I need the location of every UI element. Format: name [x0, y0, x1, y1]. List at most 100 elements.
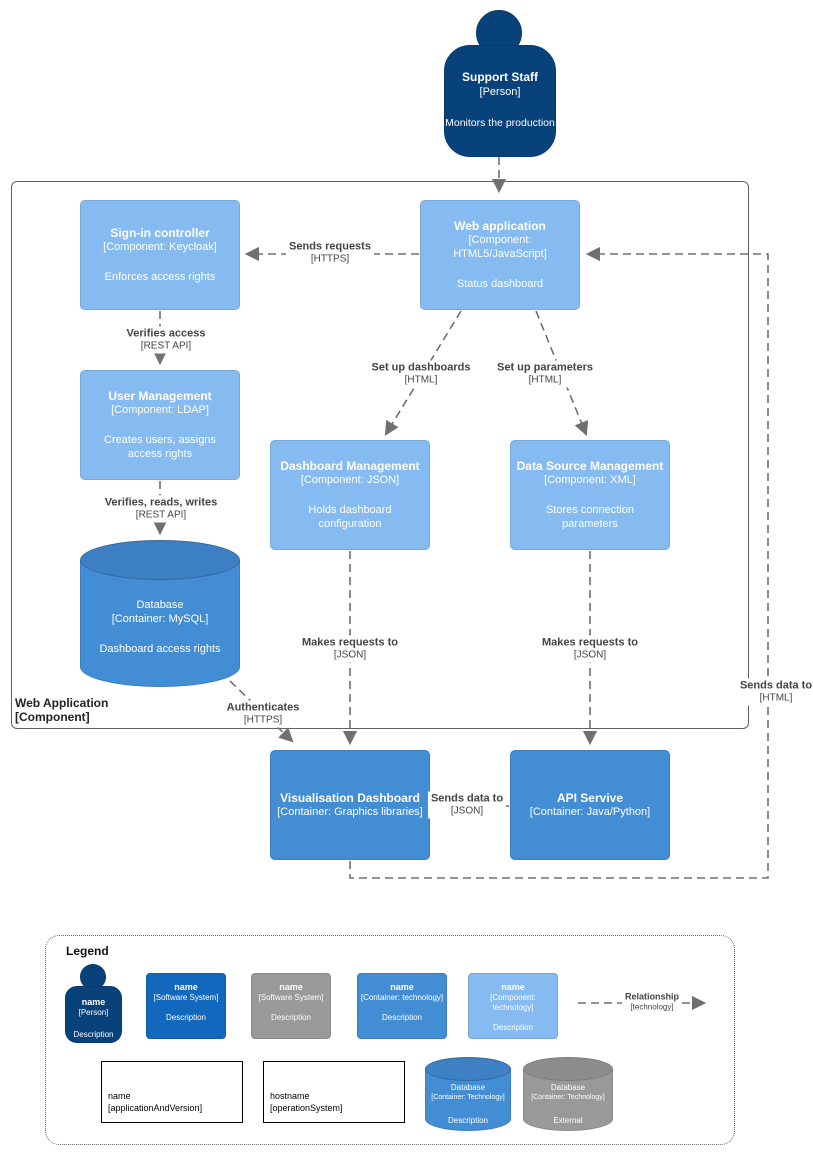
legend-container: name [Container: technology] Description [357, 973, 447, 1039]
node-title: Sign-in controller [110, 226, 210, 240]
legend-db-text: Database [Container: Technology] Descrip… [429, 1083, 507, 1126]
node-description: Status dashboard [456, 278, 544, 290]
edge-label-makes-requests-dash: Makes requests to [JSON] [299, 635, 401, 663]
edge-label-text: Verifies, reads, writes [104, 496, 218, 509]
node-type: [Container: Java/Python] [529, 806, 651, 818]
legend-item-name: Database [450, 1083, 486, 1092]
legend-software-system: name [Software System] Description [146, 973, 226, 1039]
edge-label-makes-requests-data: Makes requests to [JSON] [539, 635, 641, 663]
container-api-service: API Servive [Container: Java/Python] [510, 750, 670, 860]
legend-item-type: [Software System] [258, 993, 324, 1002]
legend-item-description: External [553, 1116, 583, 1125]
edge-label-sends-requests: Sends requests [HTTPS] [286, 239, 374, 267]
node-title: API Servive [556, 791, 624, 805]
edge-label-sends-data-json: Sends data to [JSON] [427, 791, 507, 819]
legend-db-text: Database [Container: Technology] Externa… [527, 1083, 609, 1126]
node-description: Enforces access rights [104, 271, 216, 283]
edge-label-text: Set up parameters [497, 361, 593, 374]
edge-label-tech: [REST API] [135, 509, 187, 521]
legend-item-description: Description [270, 1013, 311, 1022]
node-description: Stores connection parameters [545, 504, 635, 530]
edge-label-tech: [JSON] [333, 649, 367, 661]
edge-label-verifies-reads-writes: Verifies, reads, writes [REST API] [101, 495, 221, 523]
legend-application-node: name [applicationAndVersion] [101, 1061, 243, 1123]
component-web-application: Web application [Component: HTML5/JavaSc… [420, 200, 580, 310]
legend-item-name: name [390, 982, 414, 992]
legend-database-internal: Database [Container: Technology] Descrip… [425, 1057, 511, 1131]
edge-label-text: Sends requests [289, 240, 371, 253]
legend-person: name [Person] Description [65, 964, 122, 1043]
legend-item-name: Database [550, 1083, 586, 1092]
person-name: Support Staff [462, 70, 538, 84]
person-body: Support Staff [Person] Monitors the prod… [444, 45, 556, 157]
node-title: User Management [108, 389, 212, 403]
edge-label-text: Set up dashboards [371, 361, 471, 374]
edge-label-tech: [HTML] [404, 374, 438, 386]
legend-item-type: [operationSystem] [270, 1103, 343, 1113]
node-type: [Container: MySQL] [111, 613, 209, 625]
edge-label-tech: [REST API] [140, 340, 192, 352]
node-title: Web application [454, 219, 546, 233]
legend-item-name: name [501, 982, 525, 992]
edge-label-text: Makes requests to [302, 636, 398, 649]
legend-item-name: name [279, 982, 303, 992]
legend-external-system: name [Software System] Description [251, 973, 331, 1039]
legend-relationship-label: Relationship [technology] [621, 990, 683, 1014]
edge-label-text: Makes requests to [542, 636, 638, 649]
node-title: Dashboard Management [280, 459, 420, 473]
node-type: [Component: XML] [544, 474, 636, 486]
edge-label-setup-dashboards: Set up dashboards [HTML] [368, 360, 474, 388]
edge-label-text: Sends data to [430, 792, 504, 805]
legend-item-type: [Container: Technology] [431, 1094, 505, 1101]
legend-component: name [Component: technology] Description [468, 973, 558, 1039]
edge-label-tech: [JSON] [573, 649, 607, 661]
edge-label-text: Verifies access [126, 327, 206, 340]
database-node: Database [Container: MySQL] Dashboard ac… [80, 540, 240, 687]
legend-db-cylinder-top [523, 1057, 613, 1081]
boundary-type: [Component] [15, 710, 90, 724]
legend-item-description: Description [447, 1116, 488, 1125]
legend-database-external: Database [Container: Technology] Externa… [523, 1057, 613, 1131]
component-datasource-management: Data Source Management [Component: XML] … [510, 440, 670, 550]
person-description: Monitors the production [445, 117, 555, 129]
node-title: Database [136, 599, 184, 611]
legend-title: Legend [66, 944, 109, 958]
edge-label-sends-data-html: Sends data to [HTML] [736, 678, 813, 706]
edge-label-verifies-access: Verifies access [REST API] [123, 326, 209, 354]
legend-person-type: [Person] [78, 1008, 109, 1017]
node-type: [Component: HTML5/JavaScript] [453, 234, 547, 260]
legend-item-type: [Software System] [153, 993, 219, 1002]
edge-label-text: Sends data to [739, 679, 813, 692]
legend-item-description: Description [492, 1023, 533, 1032]
legend-item-type: [applicationAndVersion] [108, 1103, 203, 1113]
legend-relationship-tech: [technology] [630, 1002, 674, 1012]
edge-label-tech: [HTTPS] [310, 253, 350, 265]
legend-db-cylinder-top [425, 1057, 511, 1081]
node-description: Holds dashboard configuration [308, 504, 392, 530]
node-title: Visualisation Dashboard [280, 791, 420, 805]
legend-person-body: name [Person] Description [65, 986, 122, 1043]
component-user-management: User Management [Component: LDAP] Create… [80, 370, 240, 480]
component-signin-controller: Sign-in controller [Component: Keycloak]… [80, 200, 240, 310]
node-type: [Component: LDAP] [111, 404, 209, 416]
legend-panel: Legend name [Person] Description name [S… [45, 935, 735, 1145]
person-type: [Person] [479, 86, 521, 98]
edge-label-tech: [HTTPS] [243, 714, 283, 726]
person-support-staff: Support Staff [Person] Monitors the prod… [444, 10, 556, 158]
edge-label-text: Authenticates [226, 701, 300, 714]
legend-relationship-text: Relationship [624, 991, 680, 1002]
container-visualisation-dashboard: Visualisation Dashboard [Container: Grap… [270, 750, 430, 860]
legend-hostname-node: hostname [operationSystem] [263, 1061, 405, 1123]
node-title: Data Source Management [516, 459, 664, 473]
legend-person-description: Description [73, 1030, 114, 1039]
edge-label-tech: [JSON] [450, 805, 484, 817]
edge-label-authenticates: Authenticates [HTTPS] [223, 700, 303, 728]
legend-item-type: [Container: technology] [360, 993, 444, 1002]
legend-person-name: name [81, 997, 106, 1007]
database-text: Database [Container: MySQL] Dashboard ac… [84, 598, 236, 656]
node-type: [Component: Keycloak] [103, 241, 217, 253]
legend-item-type: [Container: Technology] [531, 1094, 605, 1101]
edge-label-setup-parameters: Set up parameters [HTML] [494, 360, 596, 388]
legend-item-name: name [108, 1091, 131, 1101]
legend-item-name: name [174, 982, 198, 992]
